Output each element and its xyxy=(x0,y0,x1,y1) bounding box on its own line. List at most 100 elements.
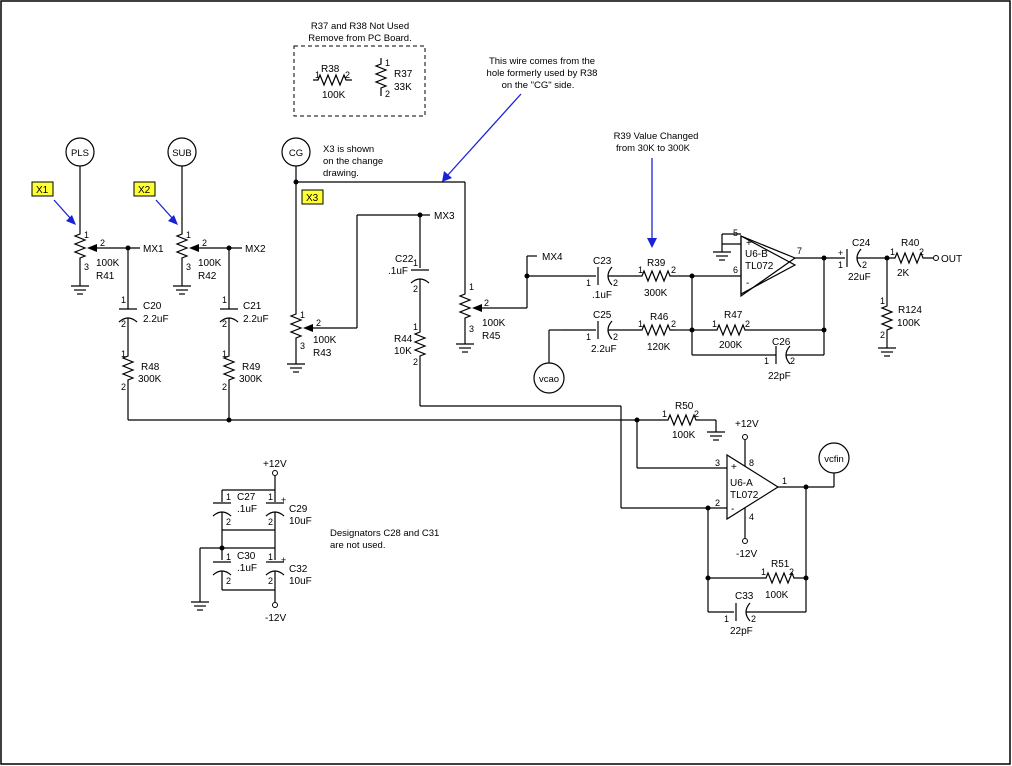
svg-text:+: + xyxy=(281,555,286,565)
r47-value: 200K xyxy=(719,340,743,351)
r42-value: 100K xyxy=(198,258,222,269)
net-out: OUT xyxy=(941,254,962,265)
svg-text:3: 3 xyxy=(186,262,191,272)
c20-value: 2.2uF xyxy=(143,314,169,325)
r45-ref: R45 xyxy=(482,331,501,342)
r124-value: 100K xyxy=(897,318,921,329)
svg-text:1: 1 xyxy=(268,492,273,502)
u6a-pos-supply: +12V xyxy=(735,419,759,430)
r37-pin1: 1 xyxy=(385,58,390,68)
svg-text:+: + xyxy=(838,248,843,258)
r49-value: 300K xyxy=(239,374,263,385)
u6a-value: TL072 xyxy=(730,490,759,501)
net-mx4: MX4 xyxy=(542,252,563,263)
r124-ref: R124 xyxy=(898,305,922,316)
svg-text:X1: X1 xyxy=(36,185,49,196)
r51-ref: R51 xyxy=(771,559,790,570)
c22-ref: C22 xyxy=(395,254,414,265)
c27-value: .1uF xyxy=(237,504,257,515)
svg-text:1: 1 xyxy=(638,265,643,275)
r39-value: 300K xyxy=(644,288,668,299)
svg-text:1: 1 xyxy=(300,310,305,320)
u6a-opamp xyxy=(726,453,780,521)
c21-value: 2.2uF xyxy=(243,314,269,325)
svg-text:8: 8 xyxy=(749,458,754,468)
svg-text:X2: X2 xyxy=(138,185,151,196)
r40-resistor xyxy=(888,251,933,265)
marker-x2: X2 xyxy=(133,181,156,197)
svg-text:1: 1 xyxy=(121,295,126,305)
r46-resistor xyxy=(635,323,676,337)
note-r37-r38-line2: Remove from PC Board. xyxy=(308,33,411,44)
input-vcao: vcao xyxy=(533,362,565,394)
marker-x1: X1 xyxy=(31,181,54,197)
c30-ref: C30 xyxy=(237,551,256,562)
svg-text:2: 2 xyxy=(880,330,885,340)
r49-resistor xyxy=(222,350,236,388)
svg-text:1: 1 xyxy=(226,492,231,502)
svg-text:1: 1 xyxy=(121,349,126,359)
svg-text:vcao: vcao xyxy=(539,374,559,385)
r51-resistor xyxy=(759,571,806,585)
c33-value: 22pF xyxy=(730,626,753,637)
r48-value: 300K xyxy=(138,374,162,385)
svg-text:1: 1 xyxy=(724,614,729,624)
note-designators-line2: are not used. xyxy=(330,540,385,551)
c25-value: 2.2uF xyxy=(591,344,617,355)
r43-value: 100K xyxy=(313,335,337,346)
r41-potentiometer xyxy=(73,228,87,266)
r42-potentiometer xyxy=(175,228,189,266)
r46-ref: R46 xyxy=(650,312,669,323)
u6b-value: TL072 xyxy=(745,261,774,272)
svg-text:2: 2 xyxy=(671,265,676,275)
r38-resistor xyxy=(313,73,352,87)
svg-text:1: 1 xyxy=(186,230,191,240)
c23-value: .1uF xyxy=(592,290,612,301)
r40-ref: R40 xyxy=(901,238,920,249)
u6a-neg-supply: -12V xyxy=(736,549,757,560)
svg-text:-: - xyxy=(731,504,734,515)
svg-text:X3: X3 xyxy=(306,193,319,204)
r50-group: 1 2 R50 100K xyxy=(637,401,726,441)
svg-text:1: 1 xyxy=(586,278,591,288)
input-pls: PLS xyxy=(65,137,95,167)
svg-text:1: 1 xyxy=(761,567,766,577)
note-x3-line1: X3 is shown xyxy=(323,144,374,155)
c32-ref: C32 xyxy=(289,564,308,575)
note-r39-line1: R39 Value Changed xyxy=(614,131,699,142)
svg-text:3: 3 xyxy=(300,341,305,351)
r38-value: 100K xyxy=(322,90,346,101)
c24-value: 22uF xyxy=(848,272,871,283)
annotation-arrows xyxy=(53,93,657,248)
input-sub: SUB xyxy=(167,137,197,167)
power-decoupling: +12V 1 2 C27 .1uF 1 + 2 C29 10uF 1 2 C30… xyxy=(190,459,312,624)
svg-text:2: 2 xyxy=(226,517,231,527)
r37-ref: R37 xyxy=(394,69,413,80)
r39-ref: R39 xyxy=(647,258,666,269)
svg-text:vcfin: vcfin xyxy=(824,454,844,465)
svg-text:7: 7 xyxy=(797,246,802,256)
svg-text:2: 2 xyxy=(121,319,126,329)
r47-resistor xyxy=(710,323,752,337)
svg-text:2: 2 xyxy=(862,260,867,270)
svg-text:2: 2 xyxy=(789,567,794,577)
r49-ref: R49 xyxy=(242,362,261,373)
r50-value: 100K xyxy=(672,430,696,441)
svg-text:2: 2 xyxy=(268,517,273,527)
svg-text:1: 1 xyxy=(222,295,227,305)
svg-text:-: - xyxy=(746,278,749,289)
output-vcfin: vcfin xyxy=(818,442,850,474)
svg-text:1: 1 xyxy=(268,552,273,562)
unused-resistors-note: R37 and R38 Not Used Remove from PC Boar… xyxy=(293,21,426,117)
svg-text:4: 4 xyxy=(749,512,754,522)
svg-text:2: 2 xyxy=(226,576,231,586)
c21-ref: C21 xyxy=(243,301,262,312)
r38-pin1: 1 xyxy=(315,70,320,80)
svg-text:5: 5 xyxy=(733,228,738,238)
svg-text:2: 2 xyxy=(715,498,720,508)
note-wire-line2: hole formerly used by R38 xyxy=(487,68,598,79)
r48-resistor xyxy=(121,350,135,388)
svg-text:2: 2 xyxy=(222,319,227,329)
